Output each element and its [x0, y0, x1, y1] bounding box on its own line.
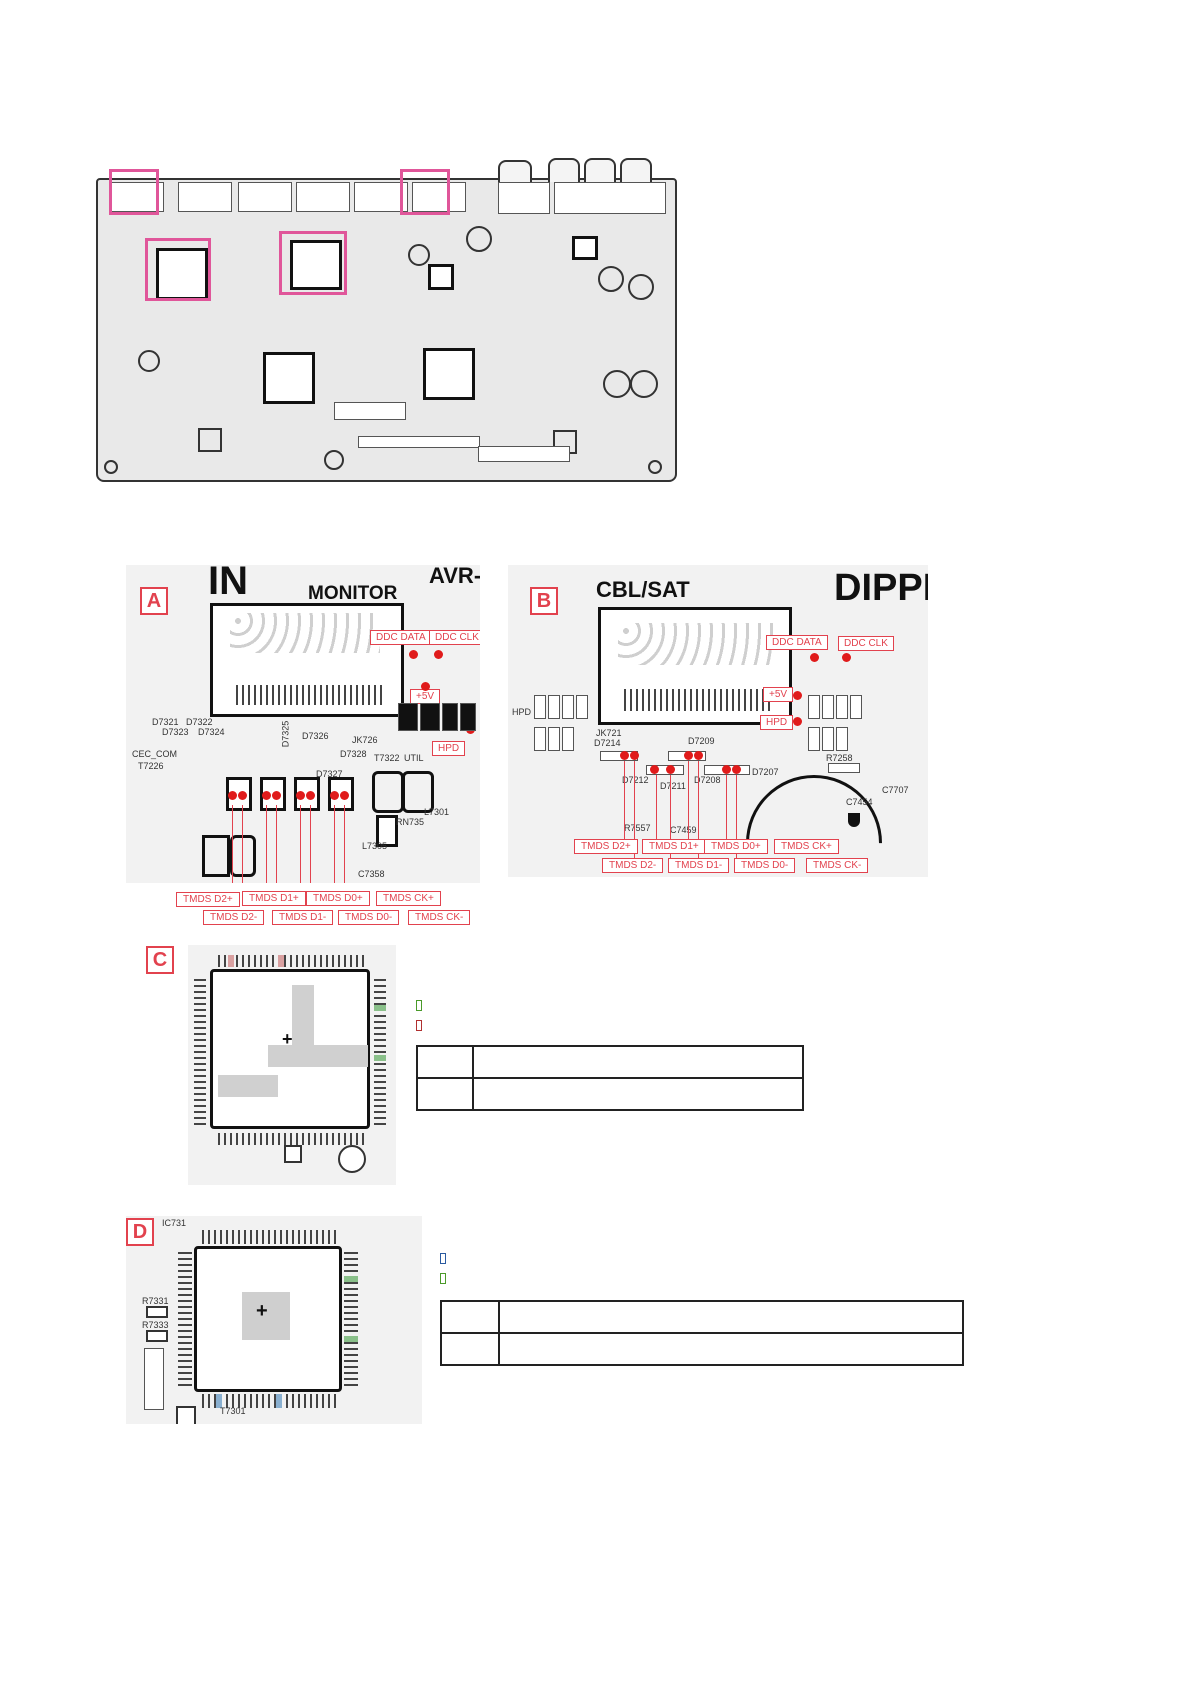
- silk-d7209: D7209: [688, 736, 715, 746]
- silk-d7325: D7325: [280, 720, 291, 748]
- silk-cec-com: CEC_COM: [132, 749, 178, 759]
- silk-d7322: D7322: [186, 717, 213, 727]
- silk-d7328: D7328: [340, 749, 367, 759]
- silk-t7322: T7322: [374, 753, 400, 763]
- table-cell: [440, 1332, 500, 1366]
- silk-r7333: R7333: [142, 1320, 169, 1330]
- panel-b: CBL/SAT DIPPI DDC DATA DDC CLK +5V HPD H…: [508, 565, 928, 877]
- table-cell: [440, 1300, 500, 1334]
- table-row: [440, 1332, 964, 1366]
- panel-a-title-avr: AVR-: [429, 565, 480, 588]
- sig-a-d2m: TMDS D2-: [203, 910, 265, 925]
- sig-a-d0m: TMDS D0-: [338, 910, 400, 925]
- panel-d-letter: D: [126, 1218, 154, 1246]
- panel-d-legend: [440, 1248, 452, 1288]
- table-cell: [416, 1077, 474, 1111]
- silk-c7343: L7305: [362, 841, 388, 851]
- silk-r7557: R7557: [624, 823, 651, 833]
- panel-b-title-cbl: CBL/SAT: [596, 577, 690, 602]
- ddc-clk-label-b: DDC CLK: [838, 636, 894, 651]
- sig-a-d1m: TMDS D1-: [272, 910, 334, 925]
- silk-d7207: D7207: [752, 767, 779, 777]
- silk-c7459: C7459: [670, 825, 697, 835]
- silk-t7226: T7226: [138, 761, 164, 771]
- highlight-box-c: [145, 238, 211, 301]
- silk-l7305: RN735: [396, 817, 425, 827]
- silk-c7454: C7454: [846, 797, 873, 807]
- sig-b-d0p: TMDS D0+: [704, 839, 768, 854]
- sig-a-d0p: TMDS D0+: [306, 891, 370, 906]
- silk-d7323: D7323: [162, 727, 189, 737]
- ddc-data-label-a: DDC DATA: [370, 630, 432, 645]
- chip-d: [290, 240, 342, 290]
- sig-a-ckp: TMDS CK+: [376, 891, 441, 906]
- silk-jk721: JK721: [596, 728, 622, 738]
- panel-a-title-monitor: MONITOR: [308, 583, 398, 604]
- silk-c7358: L7301: [424, 807, 450, 817]
- panel-b-letter: B: [530, 587, 558, 615]
- panel-c-table: [416, 1045, 804, 1111]
- plus5v-label-a: +5V: [410, 689, 441, 704]
- silk-d7211: D7211: [660, 781, 686, 791]
- silk-r7258: R7258: [826, 753, 853, 763]
- silk-d7324: D7324: [198, 727, 225, 737]
- silk-hpd-b: HPD: [512, 707, 532, 717]
- sig-a-d1p: TMDS D1+: [242, 891, 306, 906]
- panel-d-table: [440, 1300, 964, 1366]
- panel-a: IN MONITOR AVR- DDC DATA DDC CLK +5V HPD…: [126, 565, 480, 883]
- sig-b-d2p: TMDS D2+: [574, 839, 638, 854]
- hpd-label-b: HPD: [760, 715, 794, 730]
- panel-a-title-in: IN: [208, 565, 248, 603]
- board-overview: [96, 158, 677, 482]
- panel-b-title-dippi: DIPPI: [834, 567, 928, 609]
- table-cell: [416, 1045, 474, 1079]
- silk-d7321: D7321: [152, 717, 179, 727]
- plus5v-label-b: +5V: [763, 687, 794, 702]
- legend-green-marker: [416, 999, 422, 1011]
- silk-d7212: D7212: [622, 775, 649, 785]
- connector-strip: [110, 180, 670, 214]
- table-row: [440, 1300, 964, 1334]
- silk-t7301: T7301: [220, 1406, 246, 1416]
- highlight-box-d: [279, 231, 347, 295]
- panel-d: + IC731 R7331 R7333 T7301: [126, 1216, 422, 1424]
- table-cell: [498, 1332, 964, 1366]
- silk-util: UTIL: [404, 753, 424, 763]
- highlight-box-a: [109, 169, 159, 215]
- legend-green-marker-d: [440, 1272, 446, 1284]
- silk-d7326: D7326: [302, 731, 329, 741]
- table-cell: [472, 1045, 804, 1079]
- silk-d7214: D7214: [594, 738, 621, 748]
- sig-b-d1p: TMDS D1+: [642, 839, 706, 854]
- chip-c: [156, 248, 208, 300]
- silk-jk726: JK726: [352, 735, 378, 745]
- legend-blue-marker: [440, 1252, 446, 1264]
- sig-b-d0m: TMDS D0-: [734, 858, 796, 873]
- ddc-clk-label-a: DDC CLK: [429, 630, 480, 645]
- panel-a-letter: A: [140, 587, 168, 615]
- table-cell: [472, 1077, 804, 1111]
- sig-b-d2m: TMDS D2-: [602, 858, 664, 873]
- silk-ic731-d: IC731: [162, 1218, 187, 1228]
- silk-c7707: C7707: [882, 785, 909, 795]
- ddc-data-label-b: DDC DATA: [766, 635, 828, 650]
- table-row: [416, 1077, 804, 1111]
- hpd-label-a: HPD: [432, 741, 466, 756]
- panel-c-letter: C: [146, 946, 174, 974]
- table-cell: [498, 1300, 964, 1334]
- sig-a-d2p: TMDS D2+: [176, 892, 240, 907]
- sig-b-ckm: TMDS CK-: [806, 858, 869, 873]
- silk-ic731: C7358: [358, 869, 385, 879]
- sig-a-ckm: TMDS CK-: [408, 910, 471, 925]
- sig-b-ckp: TMDS CK+: [774, 839, 839, 854]
- highlight-box-b: [400, 169, 450, 215]
- silk-d7208: D7208: [694, 775, 721, 785]
- table-row: [416, 1045, 804, 1079]
- sig-b-d1m: TMDS D1-: [668, 858, 730, 873]
- panel-c-legend: [416, 995, 428, 1035]
- panel-c: +: [188, 945, 396, 1185]
- legend-red-marker: [416, 1019, 422, 1031]
- silk-r7331: R7331: [142, 1296, 169, 1306]
- silk-d7327: D7327: [316, 769, 343, 779]
